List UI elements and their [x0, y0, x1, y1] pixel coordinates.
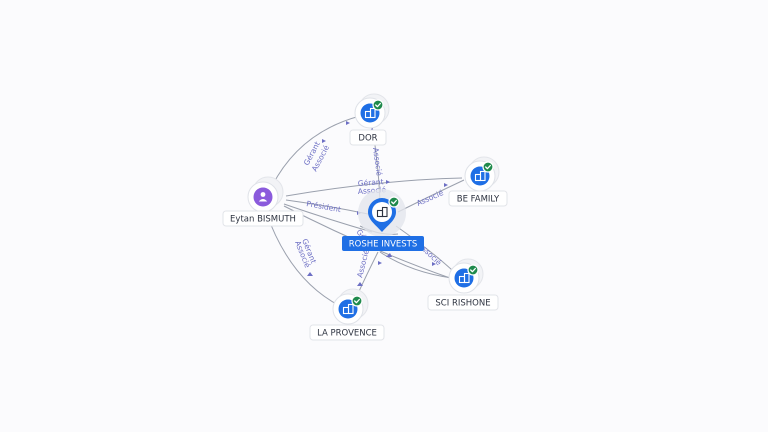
node-scirishone-label-box	[427, 294, 499, 311]
edge-label-center-befamily: Associé	[415, 188, 445, 208]
arrow-befamily	[386, 180, 390, 184]
edge-person-center-2	[283, 203, 373, 233]
edge-label-center-dor: Associé	[371, 147, 384, 177]
edge-person-laprovence	[265, 211, 341, 307]
node-dor-label: DOR	[358, 134, 377, 144]
arrow-laprovence-2	[357, 282, 363, 286]
arrow-scirishone	[432, 262, 436, 266]
arrow-center-in-2	[378, 261, 382, 265]
building-icon	[474, 170, 486, 182]
arrow-befamily-2	[444, 183, 448, 187]
node-person-label: Eytan BISMUTH	[230, 215, 296, 225]
node-befamily[interactable]: BE FAMILY	[448, 156, 508, 207]
arrow-dor-left	[322, 139, 326, 143]
edge-scirishone-center	[379, 251, 453, 279]
node-center[interactable]: ROSHE INVESTS	[342, 189, 424, 251]
verified-check-icon	[388, 196, 400, 208]
node-laprovence-label: LA PROVENCE	[317, 329, 377, 339]
verified-check-icon	[482, 161, 494, 173]
node-center-label-box	[342, 236, 424, 251]
edge-person-befamily	[285, 177, 463, 197]
node-dor[interactable]: DOR	[349, 93, 390, 146]
verified-check-icon	[351, 295, 363, 307]
node-laprovence-label-box	[309, 324, 385, 341]
node-person[interactable]: Eytan BISMUTH	[222, 176, 304, 227]
verified-check-icon	[467, 264, 479, 276]
node-scirishone-label: SCI RISHONE	[435, 299, 490, 309]
arrow-laprovence	[307, 272, 313, 276]
edge-label-center-laprovence: Associé	[355, 248, 371, 278]
building-icon	[342, 303, 354, 315]
node-scirishone[interactable]: SCI RISHONE	[427, 258, 499, 311]
node-befamily-label: BE FAMILY	[457, 195, 500, 205]
node-person-core	[253, 187, 273, 207]
edge-center-scirishone	[395, 225, 453, 271]
building-icon	[376, 206, 388, 218]
node-person-label-box	[222, 210, 304, 227]
edge-label-person-befamily-1: Gérant	[358, 177, 384, 188]
building-icon	[364, 107, 376, 119]
arrow-center-in	[386, 253, 392, 257]
edge-person-dor	[271, 115, 361, 187]
node-center-label: ROSHE INVESTS	[349, 240, 418, 250]
edge-label-person-befamily-2: Associé	[358, 185, 387, 196]
arrow-dor-top	[346, 121, 350, 125]
node-laprovence[interactable]: LA PROVENCE	[309, 288, 385, 341]
verified-check-icon	[372, 99, 384, 111]
building-icon	[458, 272, 470, 284]
edge-label-person-center: Président	[306, 199, 342, 214]
person-icon	[258, 192, 268, 202]
node-befamily-label-box	[448, 190, 508, 207]
node-dor-label-box	[349, 129, 387, 146]
